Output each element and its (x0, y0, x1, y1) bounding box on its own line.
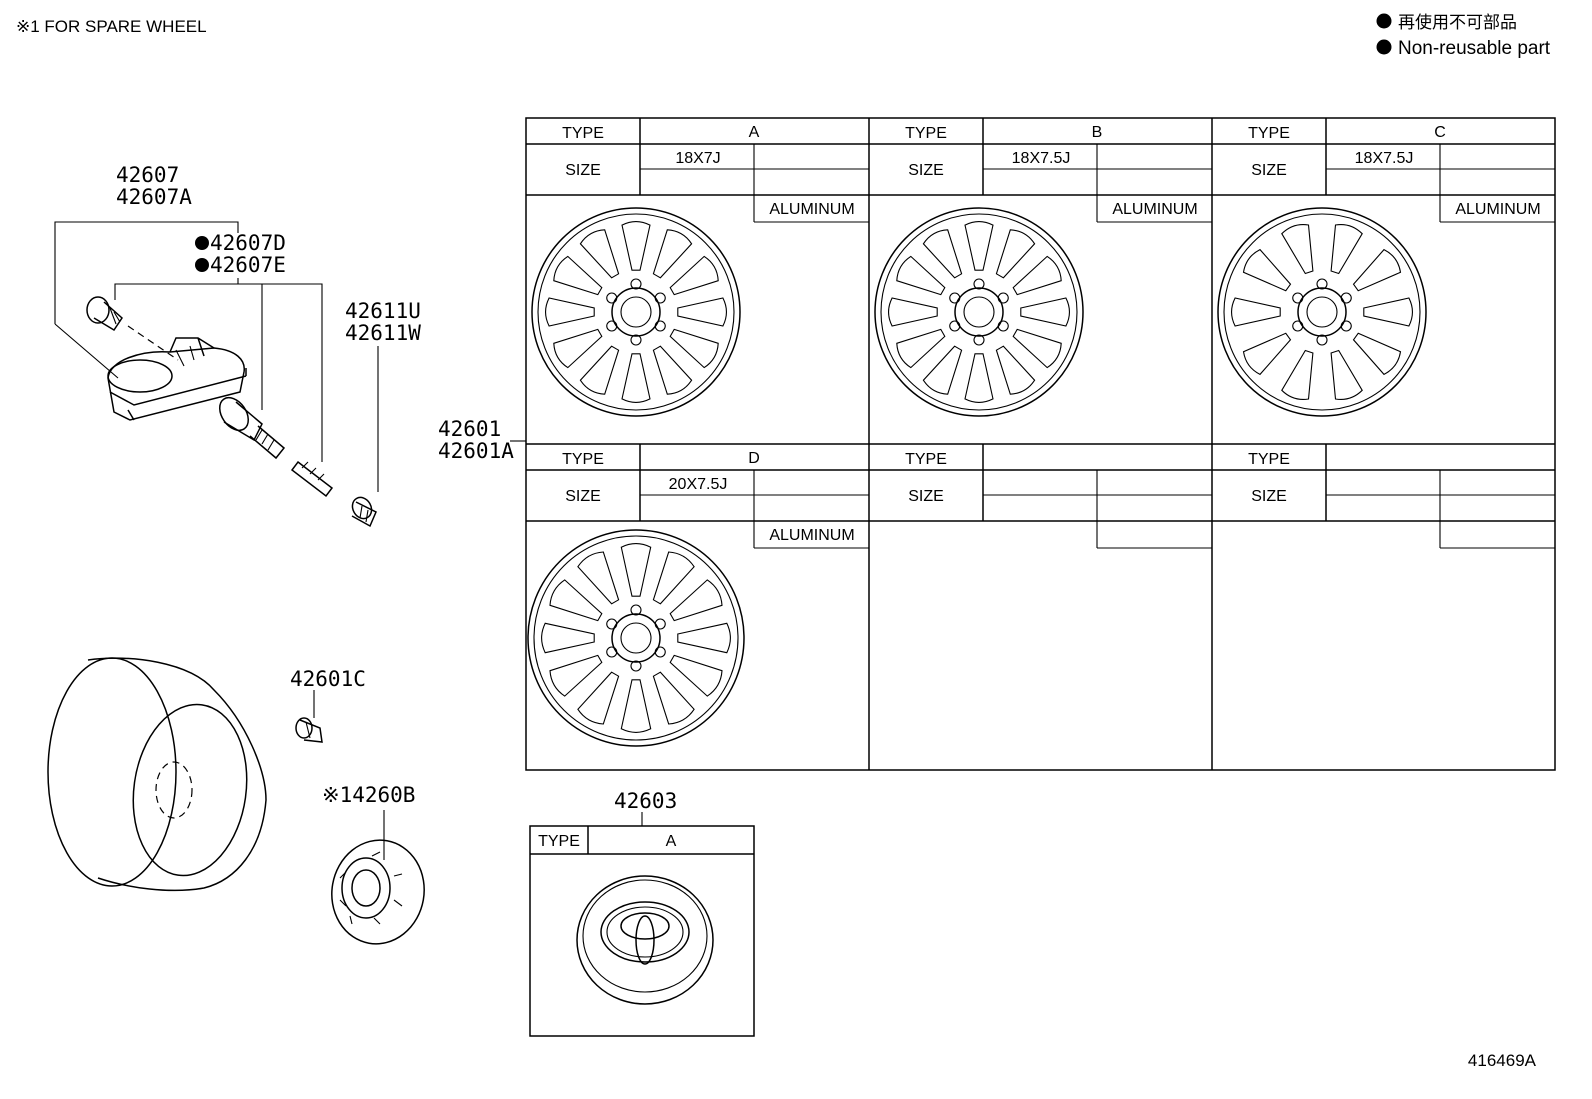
size-label: SIZE (908, 162, 944, 179)
part-number-42601a[interactable]: 42601A (438, 439, 514, 463)
size-value: 18X7.5J (1355, 150, 1414, 167)
wheel-type-cell-c: TYPE C SIZE 18X7.5J ALUMINUM (1212, 118, 1555, 417)
cap-type-label: TYPE (538, 833, 580, 850)
spare-wheel-note: ※1 FOR SPARE WHEEL (16, 17, 207, 36)
size-label: SIZE (565, 162, 601, 179)
wheel-type-cell-a: TYPE A SIZE 18X7J ALUMINUM (526, 118, 869, 417)
leader-line (54, 323, 119, 379)
wheel-type-table: TYPE A SIZE 18X7J ALUMINUM TYPE B SIZE 18X7.5J AL… (525, 117, 1556, 771)
part-number-42607d[interactable]: 42607D (210, 231, 286, 255)
non-reusable-bullet-icon (1376, 13, 1392, 29)
non-reusable-bullet-icon (1376, 39, 1392, 55)
spare-tire-icon (47, 657, 267, 892)
cap-type-value: A (666, 833, 677, 850)
type-value: A (749, 124, 760, 141)
size-value: 18X7.5J (1012, 150, 1071, 167)
diagram-id: 416469A (1468, 1051, 1537, 1070)
part-number-42611w[interactable]: 42611W (345, 321, 421, 345)
size-label: SIZE (908, 488, 944, 505)
wheel-c-icon[interactable] (1217, 207, 1427, 417)
wheel-type-cell-d: TYPE D SIZE 20X7.5J ALUMINUM (526, 444, 869, 747)
valve-stem-icon (218, 396, 286, 460)
type-label: TYPE (905, 451, 947, 468)
wheel-type-cell-blank-5: TYPE SIZE (1212, 444, 1555, 549)
part-number-42611u[interactable]: 42611U (345, 299, 421, 323)
valve-core-icon (290, 460, 334, 498)
size-label: SIZE (565, 488, 601, 505)
non-reusable-icon (195, 236, 209, 250)
size-value: 18X7J (675, 150, 720, 167)
material-value: ALUMINUM (769, 527, 854, 544)
tpms-sensor-icon (107, 337, 247, 421)
type-label: TYPE (562, 125, 604, 142)
part-number-42603[interactable]: 42603 (614, 789, 677, 813)
part-number-42607e[interactable]: 42607E (210, 253, 286, 277)
type-value: B (1092, 124, 1103, 141)
part-number-14260b[interactable]: ※14260B (322, 783, 415, 807)
spare-wheel-cap-icon (331, 839, 425, 945)
material-value: ALUMINUM (1455, 201, 1540, 218)
wheel-d-icon[interactable] (527, 529, 745, 747)
part-number-42607a[interactable]: 42607A (116, 185, 192, 209)
type-value: C (1434, 124, 1446, 141)
assembly-dashed-line (127, 325, 179, 361)
leader-line (114, 278, 323, 462)
part-number-42607[interactable]: 42607 (116, 163, 179, 187)
lug-nut-icon (295, 717, 323, 743)
size-value: 20X7.5J (669, 476, 728, 493)
type-label: TYPE (1248, 451, 1290, 468)
legend-english: Non-reusable part (1398, 38, 1551, 59)
legend-japanese: 再使用不可部品 (1398, 12, 1517, 32)
size-label: SIZE (1251, 162, 1287, 179)
non-reusable-icon (195, 258, 209, 272)
type-label: TYPE (1248, 125, 1290, 142)
type-label: TYPE (905, 125, 947, 142)
leader-line (54, 221, 239, 324)
wheel-type-cell-b: TYPE B SIZE 18X7.5J ALUMINUM (869, 118, 1212, 417)
cap-type-box: TYPE A (529, 825, 755, 1037)
type-label: TYPE (562, 451, 604, 468)
material-value: ALUMINUM (1112, 201, 1197, 218)
valve-cap-icon (351, 496, 377, 528)
wheel-type-cell-blank-4: TYPE SIZE (869, 444, 1212, 549)
size-label: SIZE (1251, 488, 1287, 505)
part-number-42601c[interactable]: 42601C (290, 667, 366, 691)
part-number-42601[interactable]: 42601 (438, 417, 501, 441)
type-value: D (748, 450, 760, 467)
wheel-a-icon[interactable] (531, 207, 741, 417)
wheel-b-icon[interactable] (874, 207, 1084, 417)
sensor-screw-icon (86, 296, 123, 332)
toyota-center-cap-icon[interactable] (576, 875, 714, 1005)
material-value: ALUMINUM (769, 201, 854, 218)
